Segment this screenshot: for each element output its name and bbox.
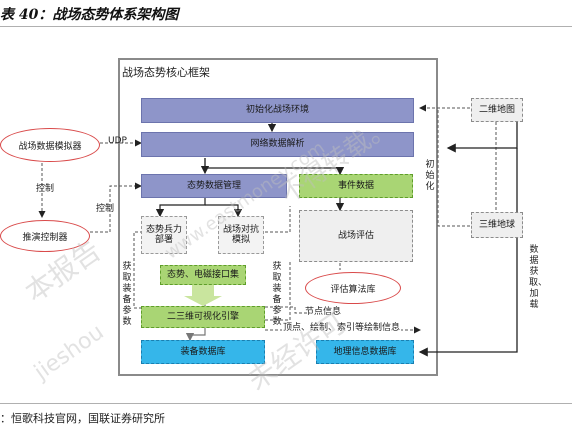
equip-param-right <box>265 262 291 321</box>
globe-3d-block: 三维地球 <box>471 212 523 238</box>
init-env-block: 初始化战场环境 <box>141 98 414 123</box>
control-label-1: 控制 <box>36 184 55 194</box>
core-framework-title: 战场态势核心框架 <box>122 66 210 79</box>
net-parse-block: 网络数据解析 <box>141 132 414 157</box>
top-rule <box>0 26 572 27</box>
control-label-2: 控制 <box>96 204 115 214</box>
situation-manage-block: 态势数据管理 <box>141 174 287 198</box>
map-2d-block: 二维地图 <box>471 98 523 122</box>
eval-algorithm-lib: 评估算法库 <box>305 272 401 304</box>
down-arrow-head <box>184 296 222 306</box>
udp-label: UDP <box>108 136 127 146</box>
event-data-block: 事件数据 <box>299 174 413 198</box>
data-load-to-map <box>446 122 518 153</box>
figure-title: 表 40：战场态势体系架构图 <box>0 7 179 23</box>
node-info-label: 节点信息 <box>305 307 342 317</box>
get-equip-right-label: 获取装备参数 <box>272 262 282 327</box>
draw-info-label: 顶点、绘制、索引等绘制信息 <box>282 323 402 334</box>
arrow-manage-to-deploy <box>155 198 206 218</box>
arrow-net-to-event <box>204 158 345 176</box>
data-load-to-geo <box>418 238 518 357</box>
init-label: 初始化 <box>425 160 435 192</box>
battle-data-simulator: 战场数据模拟器 <box>0 128 100 162</box>
init-line-bottom <box>437 108 470 227</box>
viz-engine-block: 二三维可视化引擎 <box>141 306 265 328</box>
node-info-line <box>265 306 310 314</box>
geo-db-block: 地理信息数据库 <box>316 340 414 364</box>
interface-set-block: 态势、电磁接口集 <box>160 265 246 285</box>
source-note: ：恒歌科技官网，国联证券研究所 <box>0 412 165 425</box>
control-line-to-manage <box>90 182 142 233</box>
equip-param-left <box>133 231 153 309</box>
battle-eval-block: 战场评估 <box>299 210 413 262</box>
force-deploy-block: 态势兵力部署 <box>141 216 187 254</box>
equip-db-block: 装备数据库 <box>141 340 265 364</box>
bottom-rule <box>0 403 572 404</box>
combat-sim-block: 战场对抗模拟 <box>218 216 264 254</box>
equip-param-right-top <box>265 206 291 233</box>
data-load-label: 数据获取、加载 <box>529 245 548 310</box>
down-arrow-body <box>192 284 214 296</box>
deduction-controller: 推演控制器 <box>0 220 90 252</box>
arrow-manage-to-combat <box>205 204 243 218</box>
get-equip-left-label: 获取装备参数 <box>122 262 132 327</box>
